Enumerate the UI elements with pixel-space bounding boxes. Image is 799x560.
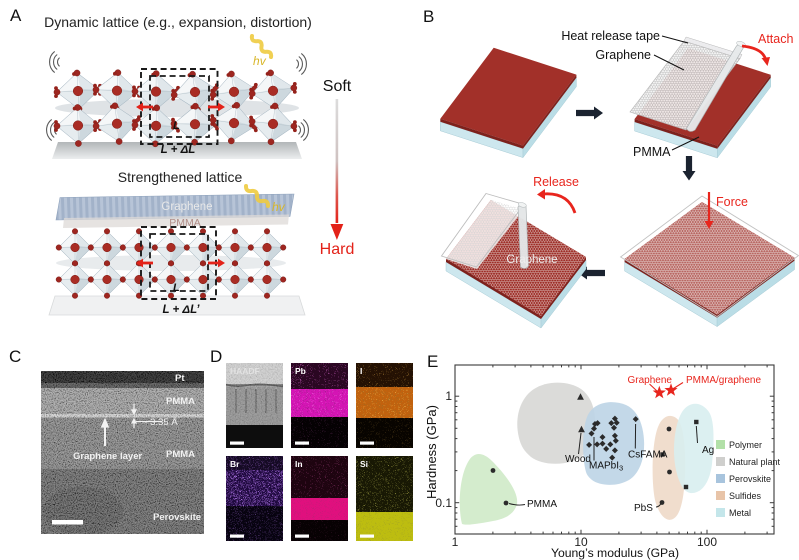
svg-text:In: In bbox=[295, 459, 303, 469]
svg-text:Dynamic lattice (e.g., expansi: Dynamic lattice (e.g., expansion, distor… bbox=[44, 14, 312, 30]
svg-text:~ 3.35 Å: ~ 3.35 Å bbox=[142, 417, 178, 428]
svg-text:Strengthened lattice: Strengthened lattice bbox=[118, 169, 243, 185]
svg-text:Graphene: Graphene bbox=[628, 375, 673, 386]
svg-text:PbS: PbS bbox=[634, 503, 653, 514]
svg-text:A: A bbox=[10, 6, 22, 25]
svg-text:Br: Br bbox=[230, 459, 240, 469]
svg-text:PMMA: PMMA bbox=[166, 449, 195, 460]
svg-text:Perovskite: Perovskite bbox=[729, 474, 771, 484]
svg-text:Graphene layer: Graphene layer bbox=[73, 451, 142, 462]
svg-text:Pt: Pt bbox=[175, 373, 185, 384]
svg-text:E: E bbox=[427, 352, 438, 371]
svg-text:Perovskite: Perovskite bbox=[153, 512, 201, 523]
svg-text:Polymer: Polymer bbox=[729, 440, 762, 450]
svg-text:hv: hv bbox=[272, 200, 286, 214]
svg-text:HAADF: HAADF bbox=[230, 366, 260, 376]
svg-text:100: 100 bbox=[697, 535, 717, 549]
svg-text:Graphene: Graphene bbox=[161, 201, 212, 213]
svg-text:Si: Si bbox=[360, 459, 368, 469]
svg-text:hv: hv bbox=[253, 54, 267, 68]
svg-text:C: C bbox=[9, 347, 21, 366]
svg-text:D: D bbox=[210, 347, 222, 366]
svg-text:0.1: 0.1 bbox=[435, 496, 452, 510]
svg-text:MAPbI3: MAPbI3 bbox=[589, 461, 623, 473]
svg-text:CsFAMA: CsFAMA bbox=[628, 450, 668, 461]
svg-text:PMMA/graphene: PMMA/graphene bbox=[686, 375, 761, 386]
svg-text:Soft: Soft bbox=[323, 78, 352, 95]
svg-text:L: L bbox=[173, 120, 180, 132]
svg-text:Ag: Ag bbox=[702, 445, 714, 456]
svg-text:B: B bbox=[423, 7, 434, 26]
svg-text:Hard: Hard bbox=[320, 241, 355, 258]
svg-text:PMMA: PMMA bbox=[169, 217, 201, 229]
svg-text:PMMA: PMMA bbox=[166, 396, 195, 407]
svg-text:PMMA: PMMA bbox=[633, 145, 671, 159]
svg-text:I: I bbox=[360, 366, 362, 376]
svg-text:Heat release tape: Heat release tape bbox=[561, 29, 660, 43]
svg-text:Graphene: Graphene bbox=[506, 254, 557, 266]
svg-text:Pb: Pb bbox=[295, 366, 306, 376]
svg-text:L: L bbox=[173, 282, 180, 294]
svg-text:Sulfides: Sulfides bbox=[729, 491, 762, 501]
svg-text:Force: Force bbox=[716, 195, 748, 209]
svg-text:Metal: Metal bbox=[729, 508, 751, 518]
svg-text:Young’s modulus (GPa): Young’s modulus (GPa) bbox=[551, 546, 679, 560]
svg-text:1: 1 bbox=[445, 389, 452, 403]
svg-text:Attach: Attach bbox=[758, 32, 793, 46]
svg-text:L + ΔL: L + ΔL bbox=[161, 144, 196, 156]
svg-text:Release: Release bbox=[533, 175, 579, 189]
svg-text:PMMA: PMMA bbox=[527, 499, 557, 510]
svg-text:Natural plant: Natural plant bbox=[729, 457, 781, 467]
svg-text:1: 1 bbox=[452, 535, 459, 549]
svg-text:L + ΔL’: L + ΔL’ bbox=[162, 304, 200, 316]
svg-text:10: 10 bbox=[574, 535, 588, 549]
svg-text:Graphene: Graphene bbox=[595, 48, 651, 62]
svg-text:Hardness (GPa): Hardness (GPa) bbox=[424, 405, 439, 499]
svg-text:Wood: Wood bbox=[565, 454, 591, 465]
